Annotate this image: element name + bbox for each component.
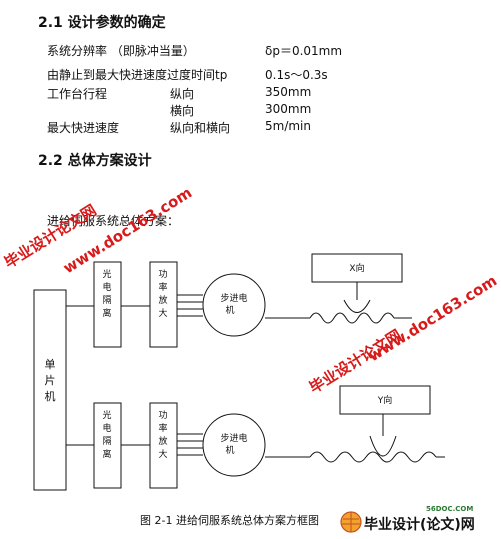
mcu-label-1: 单 bbox=[45, 358, 56, 371]
motor-bot-line-1: 步进电 bbox=[220, 432, 247, 444]
opto-bot-char-1: 电 bbox=[102, 422, 111, 434]
mcu-label-3: 机 bbox=[45, 389, 56, 403]
param-value-longitudinal: 350mm bbox=[265, 85, 312, 99]
opto-bot-char-0: 光 bbox=[102, 409, 111, 421]
lead-screw-y bbox=[309, 451, 437, 463]
param-value-transverse: 300mm bbox=[265, 102, 312, 116]
amp-top-char-1: 率 bbox=[158, 281, 167, 293]
param-label-accel-time: 由静止到最大快进速度过度时间tp bbox=[47, 68, 228, 82]
figure-caption: 图 2-1 进给伺服系统总体方案方框图 bbox=[140, 514, 319, 527]
logo-globe-icon bbox=[340, 511, 362, 533]
param-sub-both: 纵向和横向 bbox=[170, 121, 231, 135]
amp-top-char-3: 大 bbox=[158, 307, 167, 319]
logo-main-text: 毕业设计(论文)网 bbox=[364, 517, 475, 533]
param-label-travel: 工作台行程 bbox=[47, 87, 108, 101]
y-table-box bbox=[339, 385, 431, 415]
motor-top-line-2: 机 bbox=[225, 304, 234, 316]
amp-bot-char-3: 大 bbox=[158, 448, 167, 460]
motor-top-line-1: 步进电 bbox=[220, 292, 247, 304]
section-heading-2-1: 2.1 设计参数的确定 bbox=[38, 15, 166, 31]
param-label-max-speed: 最大快进速度 bbox=[47, 121, 120, 135]
y-direction-label: Y向 bbox=[377, 394, 393, 406]
opto-top-char-3: 离 bbox=[102, 307, 111, 319]
param-value-max-speed: 5m/min bbox=[265, 119, 311, 133]
nut-y bbox=[369, 435, 397, 457]
amp-bot-char-2: 放 bbox=[158, 435, 167, 447]
motor-bot-line-2: 机 bbox=[225, 444, 234, 456]
amp-box-top bbox=[149, 261, 178, 348]
site-logo: 56DOC.COM 毕业设计(论文)网 bbox=[338, 505, 498, 535]
lead-screw-x bbox=[309, 312, 395, 324]
opto-bot-char-2: 隔 bbox=[102, 436, 111, 447]
param-sub-longitudinal: 纵向 bbox=[170, 87, 195, 101]
logo-small-domain: 56DOC.COM bbox=[426, 505, 474, 513]
x-direction-label: X向 bbox=[349, 262, 364, 274]
param-value-accel-time: 0.1s～0.3s bbox=[265, 68, 328, 82]
mcu-block bbox=[33, 289, 67, 491]
amp-top-char-0: 功 bbox=[158, 269, 167, 280]
param-value-resolution: δp＝0.01mm bbox=[265, 44, 343, 58]
mcu-label-2: 片 bbox=[45, 374, 56, 387]
opto-box-top bbox=[93, 261, 122, 348]
opto-bot-char-3: 离 bbox=[102, 448, 111, 460]
section-heading-2-2: 2.2 总体方案设计 bbox=[38, 153, 152, 169]
opto-top-char-1: 电 bbox=[102, 281, 111, 293]
scheme-intro: 进给伺服系统总体方案： bbox=[47, 214, 180, 228]
amp-bot-char-1: 率 bbox=[158, 422, 167, 434]
param-sub-transverse: 横向 bbox=[170, 104, 195, 118]
param-label-resolution: 系统分辨率 （即脉冲当量） bbox=[47, 44, 195, 58]
opto-top-char-2: 隔 bbox=[102, 295, 111, 306]
nut-x bbox=[343, 299, 371, 313]
motor-circle-top bbox=[202, 273, 266, 337]
opto-top-char-0: 光 bbox=[102, 268, 111, 280]
motor-circle-bottom bbox=[202, 413, 266, 477]
amp-bot-char-0: 功 bbox=[158, 410, 167, 421]
amp-top-char-2: 放 bbox=[158, 294, 167, 306]
